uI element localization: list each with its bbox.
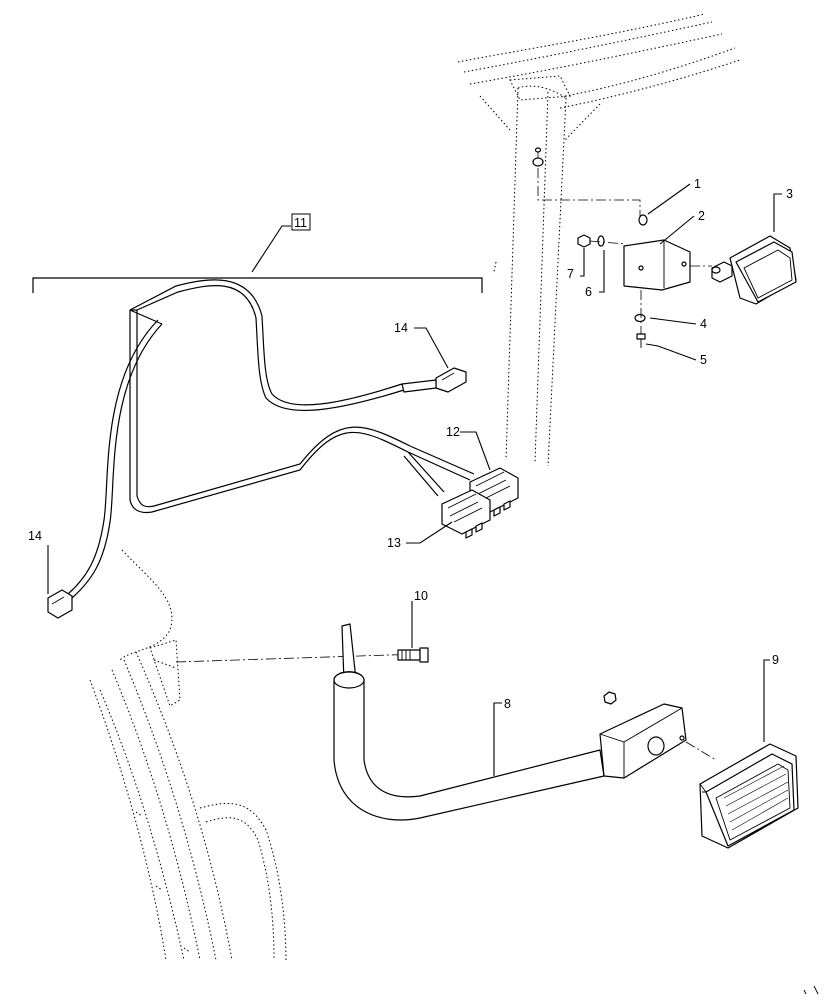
callout-14-left: 14 [28,529,42,543]
cab-post [493,85,567,467]
cab-roof-frame [457,13,741,141]
callout-9: 9 [772,653,779,667]
bracket-2 [623,239,691,291]
washer-4 [634,313,646,323]
callout-11-box [291,213,311,231]
callout-4: 4 [700,317,707,331]
washer-6 [597,235,605,247]
harness-bracket [32,277,483,293]
callout-2: 2 [698,209,705,223]
connector-13 [441,489,491,539]
callout-7: 7 [567,267,574,281]
connector-14-left [47,589,73,619]
callout-11: 11 [294,216,307,230]
connector-14-top [435,367,467,393]
nut-1 [638,214,648,226]
harness-11 [32,277,519,619]
callout-13: 13 [387,536,401,550]
nut-7 [577,234,591,248]
callout-leaders [47,183,782,776]
callout-labels: 1 2 3 4 5 6 7 8 9 10 11 12 13 14 14 [28,177,793,711]
bolt-5 [636,333,646,340]
lower-lamp-assembly [175,623,799,849]
lower-cab-frame [89,549,287,961]
top-lamp-assembly [532,147,797,348]
callout-10: 10 [414,589,428,603]
work-lamp-9 [699,743,799,849]
callout-3: 3 [786,187,793,201]
corner-mark [803,985,819,995]
nut-arm [603,691,617,705]
callout-5: 5 [700,353,707,367]
callout-8: 8 [504,697,511,711]
centerline [537,150,641,220]
work-lamp-3 [711,235,797,305]
callout-12: 12 [446,425,460,439]
post-hole [532,157,544,167]
callout-14-top: 14 [394,321,408,335]
mounting-arm-8 [333,623,717,821]
callout-6: 6 [585,285,592,299]
callout-1: 1 [694,177,701,191]
bolt-10 [397,647,429,663]
